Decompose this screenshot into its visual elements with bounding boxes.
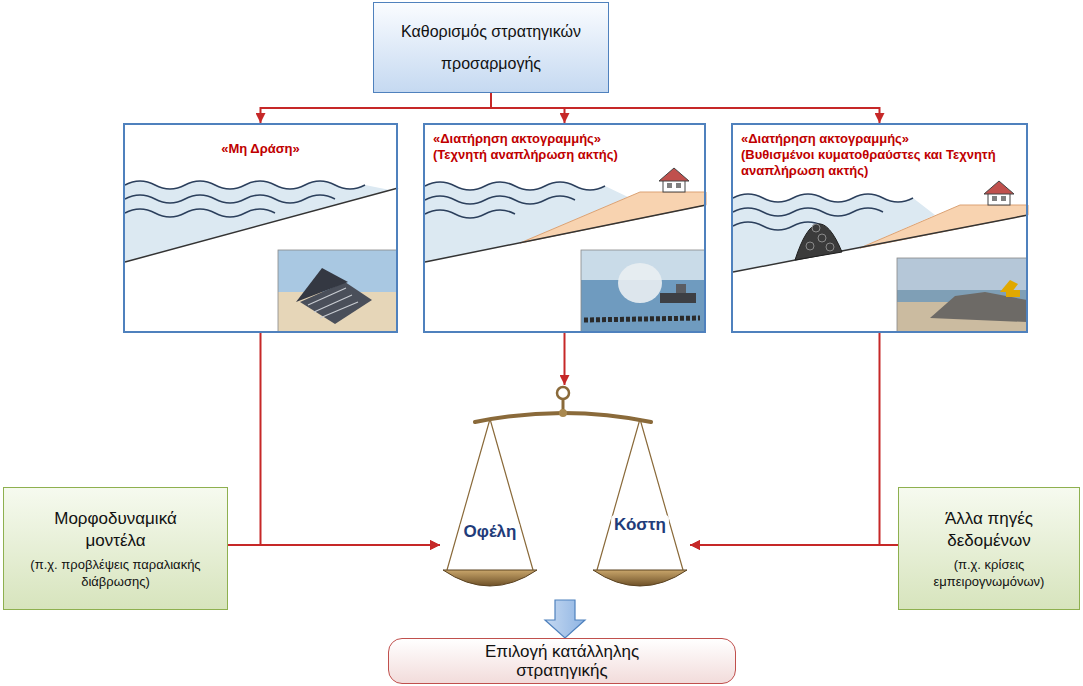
photo-frame [897,258,1027,332]
flow-arrow [690,544,898,546]
wave-line [425,182,605,190]
photo-frame [278,250,397,332]
node-label: «Διατήρηση ακτογραμμής» [433,131,696,147]
scenario-panel: «Μη Δράση» [123,123,398,333]
submerged-breakwater [795,224,842,260]
node-label: «Διατήρηση ακτογραμμής» [741,131,1018,147]
flow-arrow [690,333,880,545]
photo-excavator-body [1006,290,1020,297]
nourished-sand [860,205,1028,248]
photo-dredger-cabin [676,284,686,293]
photo-house-roof [296,268,348,302]
photo-groyne [584,318,700,320]
block-arrow [545,600,585,638]
node-sublabel: (π.χ. κρίσεις εμπειρογνωμόνων) [917,556,1062,590]
scale-ring [557,387,569,399]
house-window [1001,196,1006,201]
wave-line [125,181,365,189]
node-label: Άλλα πηγές δεδομένων [929,508,1049,552]
flow-arrow [261,333,441,545]
photo-frame [581,250,705,332]
wave-line [425,210,515,218]
wave-line [733,194,913,202]
node-sublabel: (Βυθισμένοι κυματοθραύστες και Τεχνητή α… [741,147,1003,179]
nourished-sand [520,192,706,243]
node-sublabel: Κόστη [611,515,669,535]
flow-arrow [261,93,492,123]
node-sublabel: (Τεχνητή αναπλήρωση ακτής) [433,147,696,163]
node-sublabel: (π.χ. προβλέψεις παραλιακής διάβρωσης) [28,556,203,590]
flow-arrow [491,93,880,123]
scale-string [447,419,683,570]
balance-scale: Οφέλη Κόστη [440,385,690,600]
process-box: Καθορισμός στρατηγικών προσαρμογής [373,2,609,93]
flow-arrow [228,544,440,546]
photo-dredger [660,293,696,303]
input-box: Άλλα πηγές δεδομένων (π.χ. κρίσεις εμπειρ… [898,487,1080,610]
terminal-box: Επιλογή κατάλληλης στρατηγικής [388,638,736,684]
wave-line [733,208,883,216]
breakwater-rubble [806,224,834,251]
house-body [988,193,1010,205]
house-roof [984,181,1014,194]
house-window [992,196,997,201]
wave-line [125,195,335,203]
node-label: Μορφοδυναμικά μοντέλα [41,508,191,552]
scenario-panel: «Διατήρηση ακτογραμμής»(Βυθισμένοι κυματ… [731,123,1028,333]
flow-arrow [564,333,566,385]
photo-house-siding [308,288,358,318]
node-label: «Μη Δράση» [133,131,388,157]
node-label: Καθορισμός στρατηγικών προσαρμογής [384,16,599,80]
scale-pan [593,570,687,586]
house-body [663,180,685,192]
scale-pivot [559,409,567,417]
house-window [676,183,681,188]
wave-line [425,196,575,204]
input-box: Μορφοδυναμικά μοντέλα (π.χ. προβλέψεις πα… [3,487,228,610]
node-label: Οφέλη [461,522,520,542]
scale-pan [443,570,537,586]
house-roof [659,168,689,181]
photo-sand-spray [618,263,662,303]
photo-sky [897,258,1027,292]
wave-line [125,209,275,217]
house-window [667,183,672,188]
node-label: Επιλογή κατάλληλης στρατηγικής [462,642,662,680]
scenario-panel: «Διατήρηση ακτογραμμής»(Τεχνητή αναπλήρω… [423,123,706,333]
